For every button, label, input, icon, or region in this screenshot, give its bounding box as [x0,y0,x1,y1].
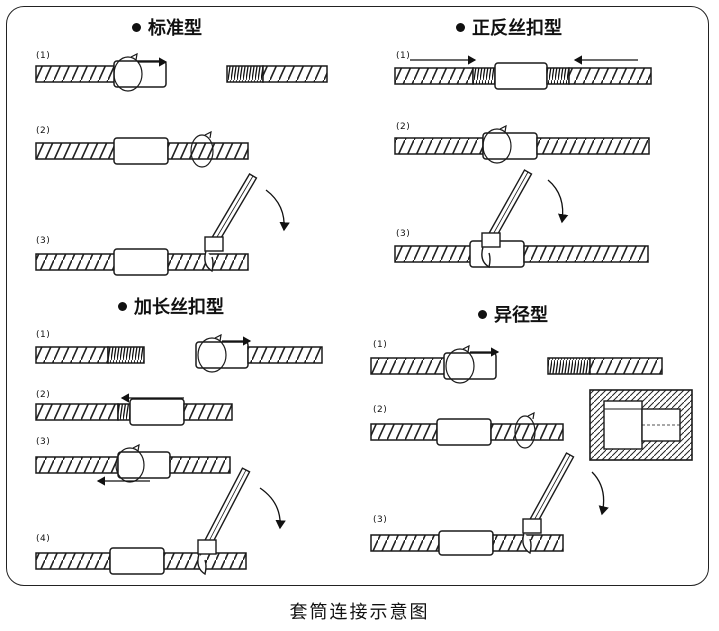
rebar [226,65,264,83]
wrench-icon [522,452,575,555]
rebar [35,403,119,421]
rotation-arrow-icon [482,128,512,164]
rebar [107,346,145,364]
rebar [167,142,249,160]
rebar [35,142,117,160]
bullet-icon [456,22,465,32]
wrench-handle-line [490,171,529,239]
step-label: (3) [36,236,51,246]
wrench-icon [204,173,258,273]
rebar [546,67,570,85]
rebar [547,357,591,375]
step-label: (2) [36,126,51,136]
rebar [35,456,119,474]
large-bore [603,400,643,450]
panel-title-standard: 标准型 [132,19,202,39]
rebar [523,245,649,263]
rotation-arrow-icon [190,134,214,168]
rebar [35,346,109,364]
coupler [438,530,494,556]
wrench-handle-line [531,454,571,525]
bullet-icon [132,22,141,32]
step-label: (2) [396,122,411,132]
wrench-hook [204,250,214,273]
turn-arrow-icon [259,487,286,530]
turn-arrow-icon [265,189,290,232]
step-label: (3) [373,515,388,525]
rotation-arrow-icon [445,348,475,384]
panel-title-left-right-thread: 正反丝扣型 [456,19,562,39]
rebar [394,67,474,85]
rotation-arrow-icon [197,337,227,373]
rotation-arrow-head-icon [204,130,212,139]
coupler [113,137,169,165]
wrench-hook [197,553,207,576]
rebar [370,357,452,375]
turn-arrow-icon [547,179,569,224]
rotation-arrow-head-icon [527,411,535,420]
coupler [113,248,169,276]
panel-title-extended-thread: 加长丝扣型 [118,298,224,318]
rebar [370,534,440,552]
wrench-jaw [197,539,217,555]
rebar [472,67,496,85]
coupler [443,352,497,380]
wrench-icon [481,169,533,269]
rebar [35,65,127,83]
rotation-arrow-head-icon [499,124,507,133]
coupler [494,62,548,90]
step-label: (1) [36,51,51,61]
wrench-jaw [522,518,542,534]
step-label: (2) [373,405,388,415]
rotation-arrow-head-icon [130,52,138,61]
step-label: (2) [36,390,51,400]
diagram-caption: 套筒连接示意图 [289,602,430,623]
wrench-handle-line [206,469,247,546]
rebar [394,137,484,155]
coupler [436,418,492,446]
rebar [394,245,476,263]
rebar [247,346,323,364]
rebar [183,403,233,421]
bullet-icon [478,309,487,319]
wrench-jaw [204,236,224,252]
rebar [35,253,117,271]
rebar [117,403,131,421]
rotation-arrow-head-icon [214,333,222,342]
step-label: (1) [36,330,51,340]
wrench-jaw [481,232,501,248]
coupler [109,547,165,575]
diagram-frame [6,6,709,586]
rotation-arrow-icon [113,56,143,92]
coupler [482,132,538,160]
bullet-icon [118,301,127,311]
rebar [35,552,111,570]
step-label: (4) [36,534,51,544]
rebar [589,357,663,375]
step-label: (1) [373,340,388,350]
wrench-hook [522,532,532,555]
step-label: (3) [396,229,411,239]
coupler [129,398,185,426]
rotation-arrow-icon [514,415,536,449]
rotation-arrow-icon [115,447,145,483]
turn-arrow-icon [591,471,609,516]
rebar [370,423,438,441]
coupler [195,341,249,369]
wrench-icon [197,467,251,576]
rebar [169,456,231,474]
step-label: (3) [36,437,51,447]
wrench-handle-line [213,175,254,243]
rebar [568,67,652,85]
step-label: (1) [396,51,411,61]
drawing-layer [35,52,693,576]
rebar [490,423,564,441]
rotation-arrow-head-icon [132,443,140,452]
rebar [536,137,650,155]
rebar [262,65,328,83]
wrench-hook [481,246,491,269]
rotation-arrow-head-icon [462,344,470,353]
panel-title-reducing: 异径型 [478,306,548,326]
